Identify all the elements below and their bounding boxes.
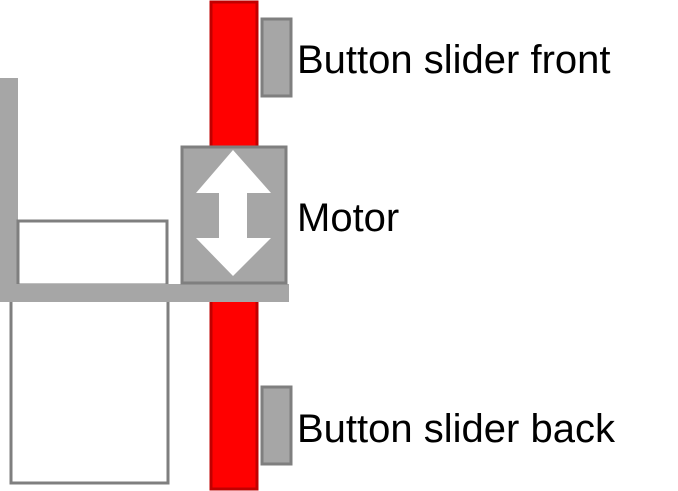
label-motor: Motor [297,196,399,240]
double-headed-vertical-arrow-icon [196,150,271,276]
button-slider-front [260,17,293,98]
label-button-slider-back: Button slider back [297,407,616,451]
horizontal-frame-bar [0,284,289,302]
label-button-slider-front: Button slider front [297,38,611,82]
button-slider-back [260,385,293,466]
upper-outline-box [16,219,169,287]
left-frame-bar [0,78,18,300]
lower-outline-box [9,298,170,485]
